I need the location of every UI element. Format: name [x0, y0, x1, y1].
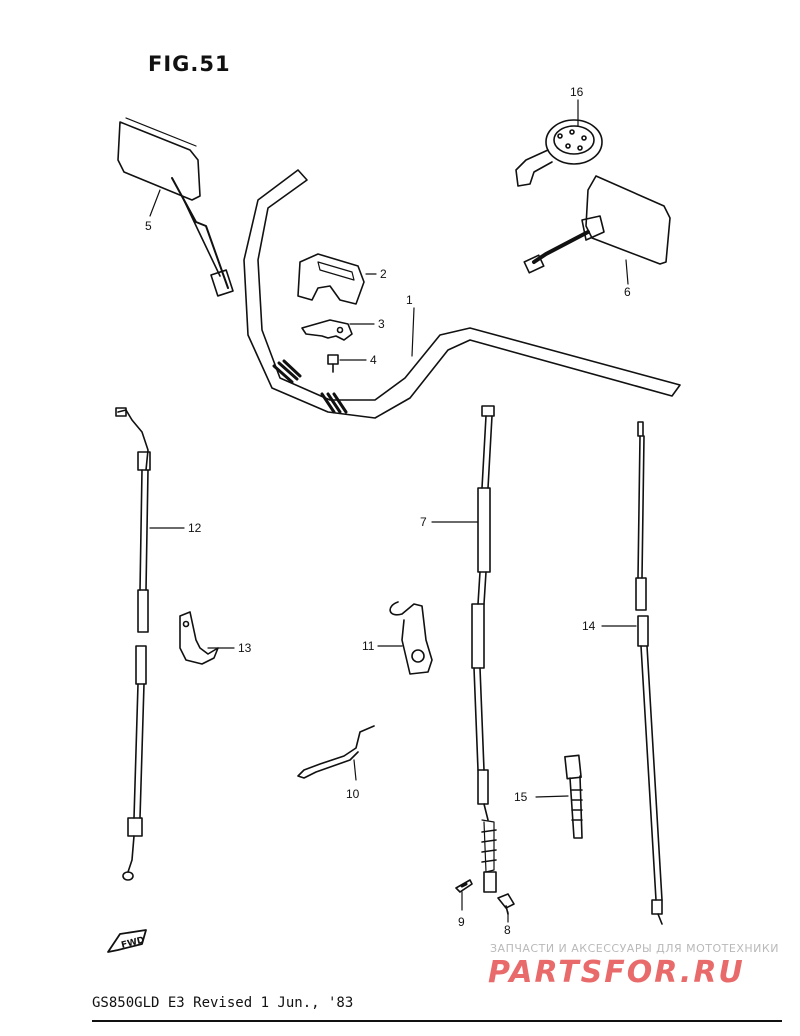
- part-label-14: 14: [582, 619, 596, 633]
- part-label-10: 10: [346, 787, 360, 801]
- watermark-brand: PARTSFOR.RU: [488, 955, 745, 990]
- fwd-arrow-icon: [107, 929, 147, 953]
- handlebar-part: [243, 169, 681, 419]
- part-label-13: 13: [238, 641, 252, 655]
- part-label-1: 1: [406, 293, 413, 307]
- part-label-11: 11: [362, 639, 375, 653]
- part-label-2: 2: [380, 267, 387, 281]
- bracket-part: [301, 319, 353, 341]
- part-label-16: 16: [570, 85, 584, 99]
- switch-assembly-part: [515, 119, 603, 187]
- mirror-left-part: [117, 117, 234, 297]
- cable-part-12: [115, 407, 151, 881]
- screw-part-9: [455, 879, 473, 893]
- part-label-5: 5: [145, 219, 152, 233]
- footer-model-revision: GS850GLD E3 Revised 1 Jun., '83: [92, 995, 354, 1011]
- cable-part-14: [635, 421, 663, 925]
- cable-part-7: [471, 405, 497, 893]
- part-label-8: 8: [504, 923, 511, 937]
- band-part-15: [564, 754, 583, 839]
- mirror-right-part: [523, 175, 671, 274]
- spring-part-10: [297, 725, 375, 779]
- watermark-tagline: ЗАПЧАСТИ И АКСЕССУАРЫ ДЛЯ МОТОТЕХНИКИ: [490, 942, 779, 955]
- part-label-4: 4: [370, 353, 377, 367]
- cable-clamp-part-13: [179, 611, 219, 665]
- part-label-12: 12: [188, 521, 202, 535]
- bolt-part-4: [327, 354, 339, 373]
- handlebar-holder-part: [297, 253, 365, 305]
- bolt-part-8: [497, 893, 515, 915]
- part-label-9: 9: [458, 915, 465, 929]
- figure-title: FIG.51: [148, 52, 231, 76]
- part-label-7: 7: [420, 515, 427, 529]
- part-label-15: 15: [514, 790, 528, 804]
- leader-lines: [149, 99, 637, 923]
- part-label-3: 3: [378, 317, 385, 331]
- cable-guide-part-11: [389, 601, 433, 675]
- footer-rule: [92, 1020, 782, 1022]
- part-label-6: 6: [624, 285, 631, 299]
